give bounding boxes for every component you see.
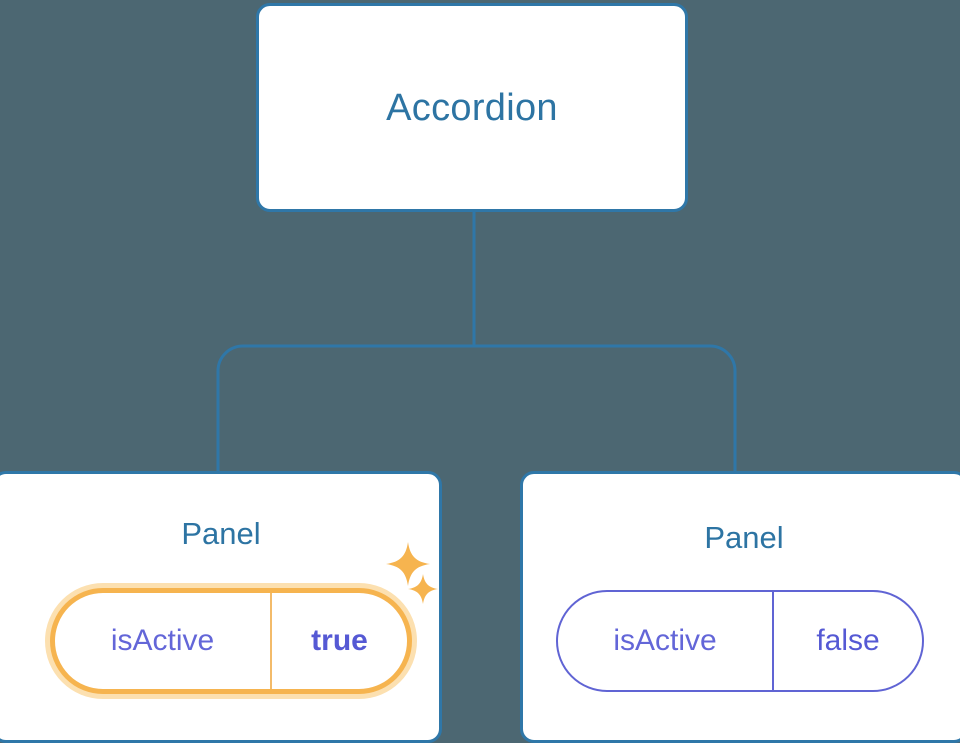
prop-pill-panel-0-value-cell: true xyxy=(270,593,407,689)
prop-key-label: isActive xyxy=(110,624,215,657)
node-panel-1-label: Panel xyxy=(704,520,784,555)
node-accordion-label: Accordion xyxy=(386,86,558,129)
connector-branch-left xyxy=(216,344,474,473)
prop-value-label: false xyxy=(816,624,880,657)
sparkle-icon-large xyxy=(386,542,430,586)
node-panel-1-body: Panel xyxy=(523,474,960,740)
prop-value-label: true xyxy=(311,624,368,657)
node-panel-0-label: Panel xyxy=(181,516,261,551)
prop-pill-panel-1-key-cell: isActive xyxy=(558,592,772,690)
prop-pill-panel-1[interactable]: isActive false xyxy=(556,590,924,692)
prop-pill-panel-0[interactable]: isActive true xyxy=(50,588,412,694)
node-accordion[interactable]: Accordion xyxy=(256,3,688,212)
sparkle-icon-small xyxy=(408,574,438,604)
prop-pill-panel-0-key-cell: isActive xyxy=(55,593,270,689)
node-panel-0-body: Panel xyxy=(0,474,439,740)
prop-key-label: isActive xyxy=(613,624,717,657)
prop-pill-panel-1-value-cell: false xyxy=(772,592,922,690)
connector-branch-right xyxy=(474,344,737,473)
